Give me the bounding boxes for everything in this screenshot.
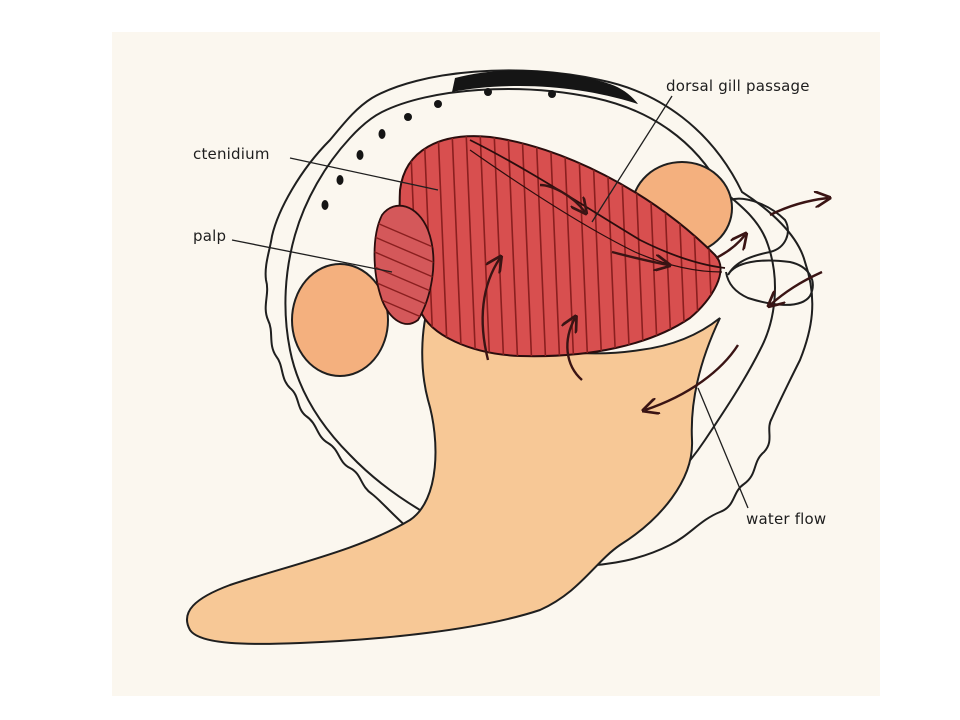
water-flow-arrow bbox=[567, 318, 583, 381]
leader-lines bbox=[231, 95, 749, 509]
gill-axis-line-2 bbox=[469, 149, 723, 273]
dorsal-band-dots bbox=[321, 88, 556, 210]
label-ctenidium: ctenidium bbox=[193, 145, 270, 163]
leader-ctenidium bbox=[289, 157, 439, 191]
anterior-adductor-muscle bbox=[291, 263, 389, 377]
label-palp: palp bbox=[193, 227, 227, 245]
foot-visceral-mass bbox=[185, 298, 721, 645]
water-flow-arrow bbox=[770, 270, 823, 305]
water-flow-arrow bbox=[539, 183, 585, 212]
water-flow-arrow bbox=[769, 198, 828, 217]
label-water-flow: water flow bbox=[746, 510, 827, 528]
water-flow-arrow bbox=[611, 250, 668, 265]
label-dorsal-gill-passage: dorsal gill passage bbox=[666, 77, 810, 95]
leader-palp bbox=[231, 239, 393, 273]
water-flow-arrow bbox=[645, 344, 740, 410]
siphons bbox=[725, 197, 814, 306]
gill-axis-line bbox=[469, 139, 726, 269]
water-flow-arrow bbox=[715, 235, 745, 260]
water-flow-arrow bbox=[481, 258, 500, 361]
hinge-ligament bbox=[452, 70, 638, 104]
water-flow-arrows bbox=[481, 183, 828, 410]
leader-dorsal-gill-passage bbox=[591, 95, 673, 223]
leader-water-flow bbox=[697, 387, 749, 509]
